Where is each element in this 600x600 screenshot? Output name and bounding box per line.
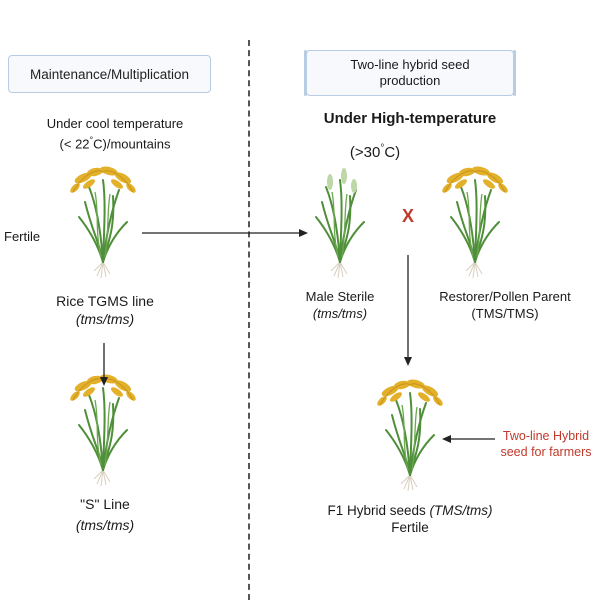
restorer-genotype: (TMS/TMS) xyxy=(471,306,539,321)
farmer-note-line1: Two-line Hybrid xyxy=(502,429,590,443)
cross-symbol: X xyxy=(401,206,414,226)
restorer-label: Restorer/Pollen Parent xyxy=(439,289,571,304)
rice-plant-icon xyxy=(68,164,138,279)
high-temp-condition-line2: (>30°C) xyxy=(349,143,401,161)
production-header: Two-line hybrid seed production xyxy=(350,57,470,88)
s-line-label: "S" Line xyxy=(80,496,130,512)
tgms-genotype: (tms/tms) xyxy=(75,311,135,327)
production-header-box: Two-line hybrid seed production xyxy=(304,50,516,96)
f1-hybrid-label: F1 Hybrid seeds (TMS/tms) xyxy=(327,503,493,518)
maintenance-header-box: Maintenance/Multiplication xyxy=(8,55,211,93)
cool-condition-line1: Under cool temperature xyxy=(46,116,184,131)
section-divider xyxy=(248,40,250,600)
farmer-note-line2: seed for farmers xyxy=(500,445,592,459)
fertile-label: Fertile xyxy=(4,229,41,244)
tgms-line-label: Rice TGMS line xyxy=(56,293,154,309)
male-sterile-genotype: (tms/tms) xyxy=(312,306,368,321)
f1-fertile-label: Fertile xyxy=(391,520,429,535)
rice-plant-icon xyxy=(68,372,138,487)
rice-plant-icon xyxy=(315,168,365,279)
s-line-genotype: (tms/tms) xyxy=(75,517,135,533)
male-sterile-label: Male Sterile xyxy=(305,289,375,304)
rice-plant-icon xyxy=(440,164,510,279)
rice-plant-icon xyxy=(375,377,445,492)
high-temp-condition-line1: Under High-temperature xyxy=(323,110,497,127)
cool-condition-line2: (< 22°C)/mountains xyxy=(59,135,171,152)
maintenance-header: Maintenance/Multiplication xyxy=(29,66,190,82)
